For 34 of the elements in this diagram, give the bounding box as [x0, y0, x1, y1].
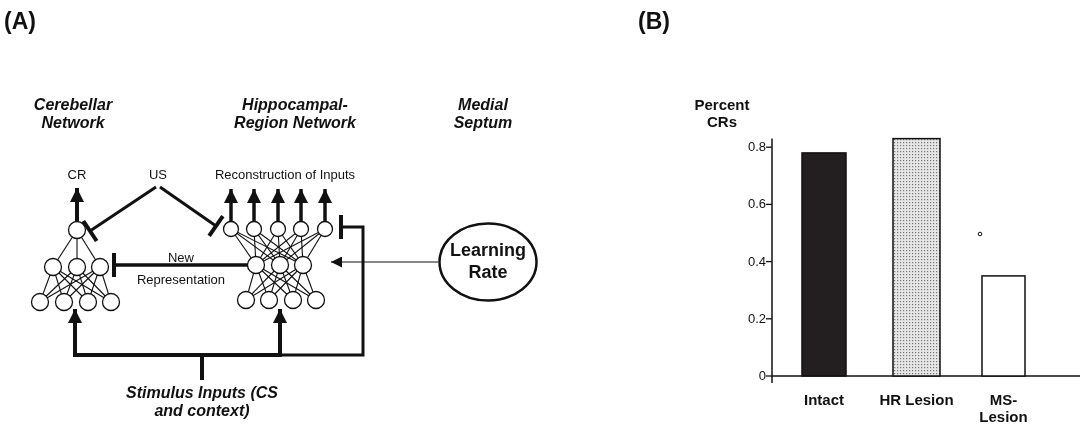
ellipse-node: Learning Rate	[438, 222, 538, 302]
tick-label: 0.8	[747, 139, 766, 155]
tick-label: 0.6	[747, 196, 766, 212]
axis-title: Percent CRs	[693, 96, 751, 131]
network-heading: Medial Septum	[452, 96, 514, 133]
panel-label: (B)	[638, 8, 670, 35]
output-label: CR	[67, 168, 87, 183]
arrow	[330, 256, 439, 268]
input-label: Stimulus Inputs (CS and context)	[117, 384, 287, 421]
neural-network-drawing	[30, 220, 121, 312]
input-label: US	[148, 168, 168, 183]
category-label: Intact	[804, 391, 844, 409]
inhibitory-connector	[200, 213, 365, 380]
tick-label: 0.4	[747, 254, 766, 270]
inhibitory-connector	[112, 251, 248, 279]
arrow	[271, 189, 285, 221]
output-label: Reconstruction of Inputs	[214, 168, 356, 183]
arrow	[247, 189, 261, 221]
network-heading: Cerebellar Network	[32, 96, 114, 133]
arrow	[294, 189, 308, 221]
arrow	[224, 189, 238, 221]
category-label: MS- Lesion	[978, 391, 1029, 426]
arrow	[70, 188, 84, 221]
inhibitory-connector	[159, 185, 225, 238]
panel-label: (A)	[4, 8, 36, 35]
inhibitory-connector	[81, 185, 157, 243]
tick-label: 0.2	[747, 311, 766, 327]
category-label: HR Lesion	[879, 391, 954, 409]
arrow	[200, 309, 287, 380]
edge-label: New Representation	[135, 249, 227, 289]
tick-label: 0	[758, 368, 766, 384]
neural-network-drawing	[222, 220, 334, 310]
arrow	[318, 189, 332, 221]
network-heading: Hippocampal-Region Network	[233, 96, 357, 133]
